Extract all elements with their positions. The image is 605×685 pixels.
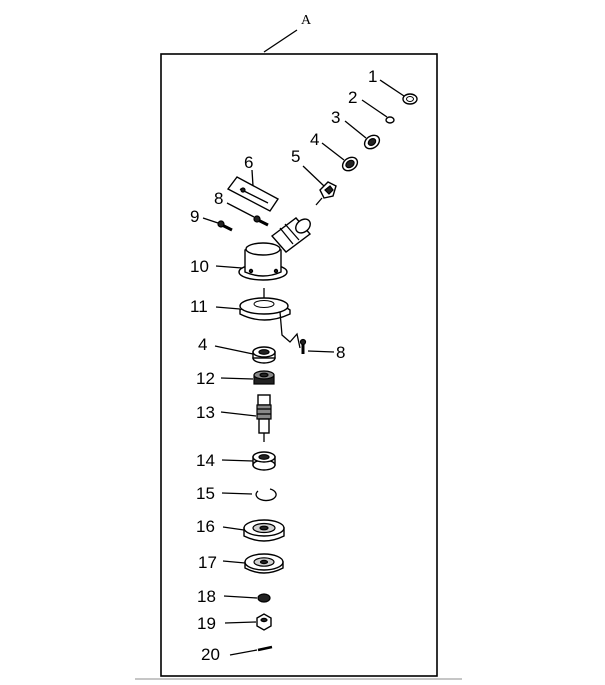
diagram-frame (160, 53, 438, 677)
label-11: 11 (190, 297, 208, 316)
part-15-circlip (255, 488, 277, 502)
leader-3 (344, 120, 367, 139)
label-5: 5 (291, 147, 300, 166)
part-17-cover (244, 553, 284, 574)
leader-11 (215, 306, 241, 310)
leader-5 (302, 165, 325, 187)
leader-2 (361, 99, 388, 118)
label-18: 18 (197, 587, 216, 606)
leader-4-lower (214, 345, 254, 355)
part-1-snap-ring (402, 93, 418, 105)
label-19: 19 (197, 614, 216, 633)
part-11-flange (239, 288, 291, 321)
leader-16 (222, 526, 245, 531)
label-2: 2 (348, 88, 357, 107)
label-6: 6 (244, 153, 253, 172)
part-5-pinion-gear (315, 181, 337, 206)
leader-13 (220, 411, 257, 417)
label-3: 3 (331, 108, 340, 127)
leader-8-upper (226, 202, 255, 218)
part-20-pin (257, 645, 273, 652)
part-6-plate (226, 176, 280, 212)
part-14-bearing (252, 451, 276, 471)
leader-12 (220, 377, 254, 380)
part-4-lower-bearing (252, 346, 276, 364)
label-17: 17 (198, 553, 217, 572)
label-14: 14 (196, 451, 215, 470)
leader-8-lower (307, 350, 335, 353)
part-10-gear-housing (238, 217, 312, 281)
leader-4-upper (321, 142, 345, 161)
frame-label: A (301, 13, 312, 28)
label-4-upper: 4 (310, 130, 319, 149)
leader-18 (223, 595, 258, 599)
label-8-lower: 8 (336, 343, 345, 362)
label-16: 16 (196, 517, 215, 536)
part-8-upper-screw (253, 215, 269, 227)
leader-9 (202, 217, 219, 224)
label-9: 9 (190, 207, 199, 226)
label-12: 12 (196, 369, 215, 388)
label-13: 13 (196, 403, 215, 422)
label-15: 15 (196, 484, 215, 503)
part-18-washer (257, 593, 271, 603)
leader-1 (379, 79, 405, 97)
label-8-upper: 8 (214, 189, 223, 208)
leader-19 (224, 621, 257, 624)
leader-15 (221, 492, 253, 495)
part-12-bearing (253, 370, 275, 385)
part-9-bolt (217, 220, 233, 232)
part-13-shaft (256, 394, 272, 442)
leader-17 (222, 560, 246, 564)
part-4-upper-bearing (341, 156, 359, 172)
part-16-holder (243, 519, 285, 542)
label-4-lower: 4 (198, 335, 207, 354)
frame-leader-line (263, 29, 298, 53)
part-8-lower-screw (299, 338, 307, 354)
label-10: 10 (190, 257, 209, 276)
part-19-nut (256, 613, 272, 631)
leader-20 (229, 649, 258, 656)
part-2-ring (385, 116, 395, 124)
screw-path-line (279, 311, 301, 349)
leader-6 (251, 169, 254, 187)
label-20: 20 (201, 645, 220, 664)
leader-10 (215, 265, 243, 269)
leader-14 (221, 459, 254, 462)
label-1: 1 (368, 67, 377, 86)
part-3-bearing (363, 134, 381, 150)
